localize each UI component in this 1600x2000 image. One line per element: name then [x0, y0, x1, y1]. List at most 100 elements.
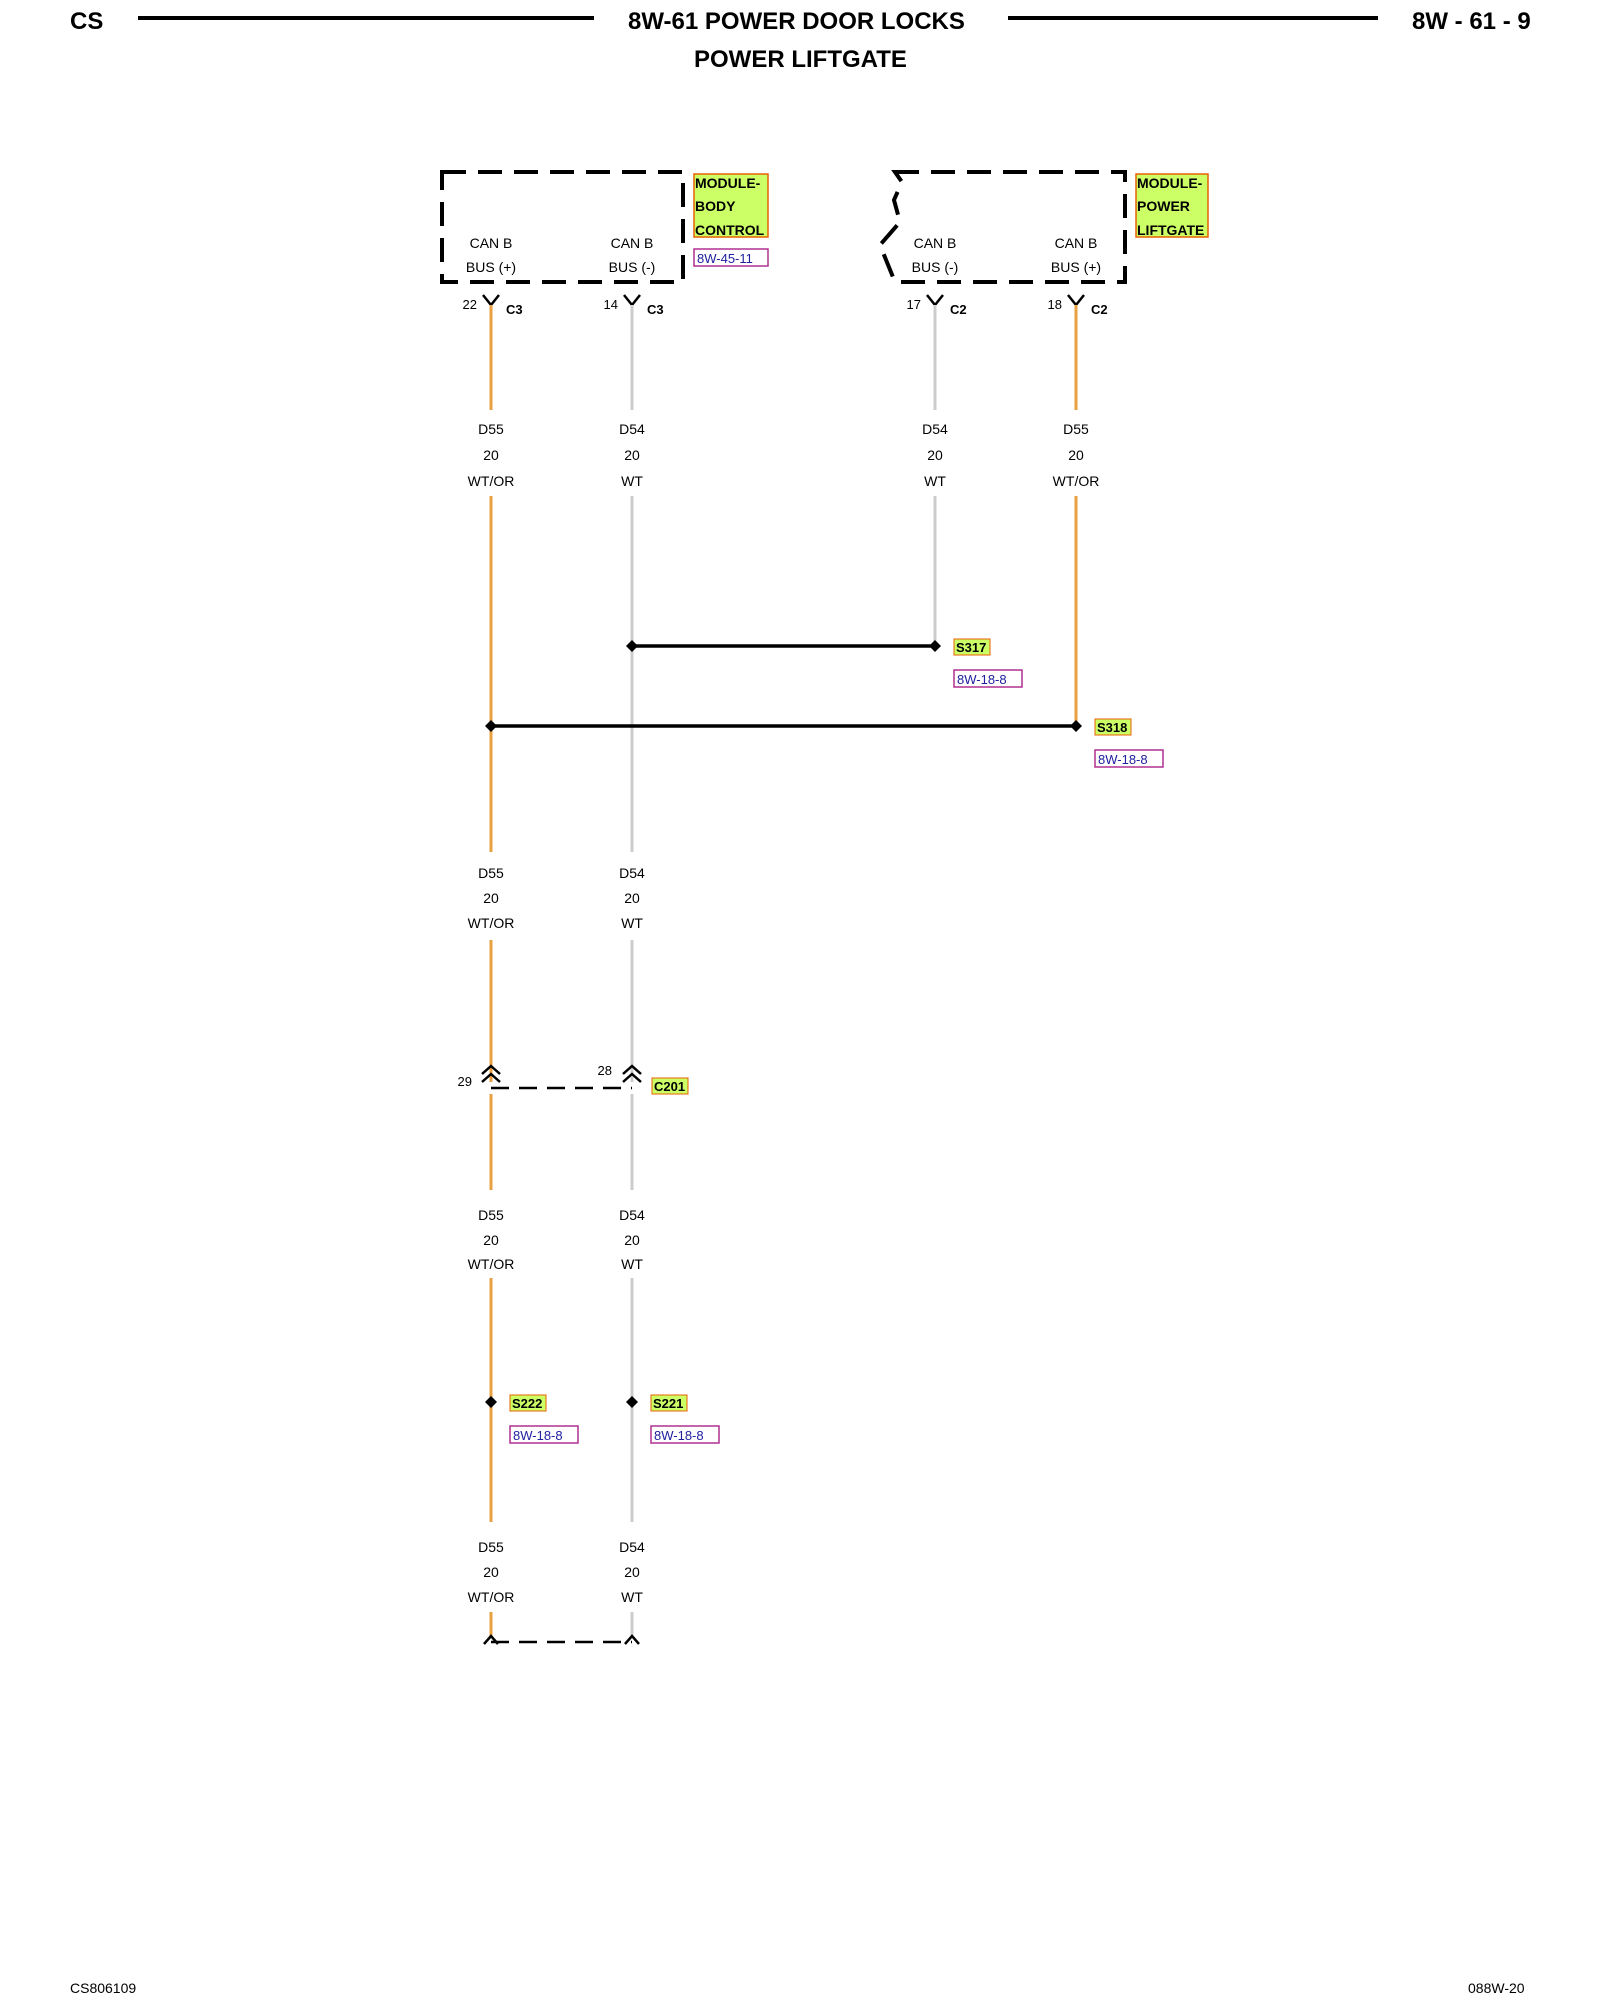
splice-id: S221 [653, 1396, 683, 1411]
module-name-line: MODULE- [695, 175, 761, 191]
connector-id: C201 [654, 1079, 685, 1094]
pin-number: 17 [907, 297, 921, 312]
header-rule-left [138, 16, 594, 20]
pin-number: 14 [604, 297, 618, 312]
splice-s318[interactable]: S318 8W-18-8 [485, 718, 1164, 768]
page-number: 8W - 61 - 9 [1412, 8, 1531, 35]
wire-circuit: D55 [1063, 421, 1089, 437]
manual-code: CS [70, 8, 104, 35]
module-connector-pins: 22 C3 14 C3 17 C2 18 C2 [463, 294, 1108, 317]
splice-s222[interactable]: S222 8W-18-8 [485, 1394, 579, 1444]
wire-color-code: WT/OR [1053, 473, 1100, 489]
wire-circuit: D54 [619, 1207, 645, 1223]
wire-gauge: 20 [483, 447, 499, 463]
wire-gauge: 20 [483, 890, 499, 906]
module-name-line: CONTROL [695, 222, 765, 238]
pin-function-label: CAN B [914, 235, 957, 251]
wire-gauge: 20 [1068, 447, 1084, 463]
pin-function-label: CAN B [611, 235, 654, 251]
splice-reference-link[interactable]: 8W-18-8 [1098, 752, 1148, 767]
pin-function-label: BUS (-) [912, 259, 959, 275]
connector-pin-icon [623, 294, 641, 308]
inline-connector-c201[interactable]: 29 28 C201 [458, 1063, 689, 1095]
wire-gauge: 20 [927, 447, 943, 463]
splice-node-icon [485, 720, 497, 732]
connector-pin-icon [481, 1064, 501, 1083]
splice-node-icon [929, 640, 941, 652]
module-body-control-box [440, 170, 685, 284]
pin-function-label: BUS (+) [466, 259, 516, 275]
reference-box [1094, 749, 1164, 768]
connector-pin-icon [624, 1634, 640, 1645]
connector-pin-icon [622, 1064, 642, 1083]
pin-function-label: CAN B [470, 235, 513, 251]
splice-id: S317 [956, 640, 986, 655]
pin-number: 28 [598, 1063, 612, 1078]
splice-node-icon [626, 1396, 638, 1408]
splice-id: S222 [512, 1396, 542, 1411]
module-reference-link[interactable]: 8W-45-11 [697, 251, 753, 266]
wire-circuit: D54 [619, 1539, 645, 1555]
splice-s317[interactable]: S317 8W-18-8 [626, 638, 1023, 688]
wire-circuit: D54 [922, 421, 948, 437]
splice-node-icon [626, 640, 638, 652]
connector-pin-icon [482, 294, 500, 308]
connector-id: C2 [950, 302, 967, 317]
splice-node-icon [485, 1396, 497, 1408]
wire-gauge: 20 [624, 890, 640, 906]
splice-reference-link[interactable]: 8W-18-8 [654, 1428, 704, 1443]
splice-reference-link[interactable]: 8W-18-8 [957, 672, 1007, 687]
splice-id: S318 [1097, 720, 1127, 735]
module-power-liftgate-box [877, 170, 1127, 284]
wire-color-code: WT [621, 1256, 643, 1272]
connector-pin-icon [926, 294, 944, 308]
page-subtitle: POWER LIFTGATE [694, 46, 907, 73]
page-header: CS 8W-61 POWER DOOR LOCKS 8W - 61 - 9 PO… [0, 0, 1600, 80]
splice-label-box [953, 638, 991, 656]
wire-color-code: WT [924, 473, 946, 489]
reference-box [650, 1425, 720, 1444]
wire-gauge: 20 [483, 1564, 499, 1580]
figure-code: 088W-20 [1468, 1980, 1525, 1996]
pin-number: 22 [463, 297, 477, 312]
pin-function-label: BUS (-) [609, 259, 656, 275]
pin-number: 18 [1048, 297, 1062, 312]
wire-circuit: D54 [619, 421, 645, 437]
document-code: CS806109 [70, 1980, 137, 1996]
wire-color-code: WT [621, 1589, 643, 1605]
splice-label-box [1094, 718, 1132, 736]
wire-color-code: WT [621, 473, 643, 489]
module-name-line: LIFTGATE [1137, 222, 1204, 238]
splice-label-box [650, 1394, 688, 1412]
wire-circuit: D55 [478, 1539, 504, 1555]
bottom-continuation-connector [483, 1634, 640, 1645]
wire-color-code: WT/OR [468, 1256, 515, 1272]
reference-box [509, 1425, 579, 1444]
connector-id: C3 [506, 302, 523, 317]
splice-reference-link[interactable]: 8W-18-8 [513, 1428, 563, 1443]
wire-color-code: WT/OR [468, 915, 515, 931]
reference-box [693, 248, 769, 267]
wire-circuit: D55 [478, 1207, 504, 1223]
wire-circuit: D55 [478, 421, 504, 437]
wire-gauge: 20 [483, 1232, 499, 1248]
connector-pin-icon [1067, 294, 1085, 308]
wire-color-code: WT [621, 915, 643, 931]
splice-label-box [509, 1394, 547, 1412]
module-power-liftgate[interactable]: MODULE- POWER LIFTGATE CAN B BUS (-) CAN… [877, 170, 1209, 284]
module-body-control[interactable]: MODULE- BODY CONTROL 8W-45-11 CAN B BUS … [440, 170, 769, 284]
pin-function-label: CAN B [1055, 235, 1098, 251]
wire-gauge: 20 [624, 447, 640, 463]
splice-s221[interactable]: S221 8W-18-8 [626, 1394, 720, 1444]
wire-color-code: WT/OR [468, 473, 515, 489]
wire-gauge: 20 [624, 1564, 640, 1580]
wire-circuit: D55 [478, 865, 504, 881]
module-label-box [693, 173, 769, 238]
module-name-line: POWER [1137, 198, 1190, 214]
pin-number: 29 [458, 1074, 472, 1089]
wire-labels: D55 20 WT/OR D54 20 WT D54 20 WT D55 20 … [468, 421, 1100, 1605]
module-name-line: MODULE- [1137, 175, 1203, 191]
wire-circuit: D54 [619, 865, 645, 881]
page-title: 8W-61 POWER DOOR LOCKS [628, 8, 965, 35]
